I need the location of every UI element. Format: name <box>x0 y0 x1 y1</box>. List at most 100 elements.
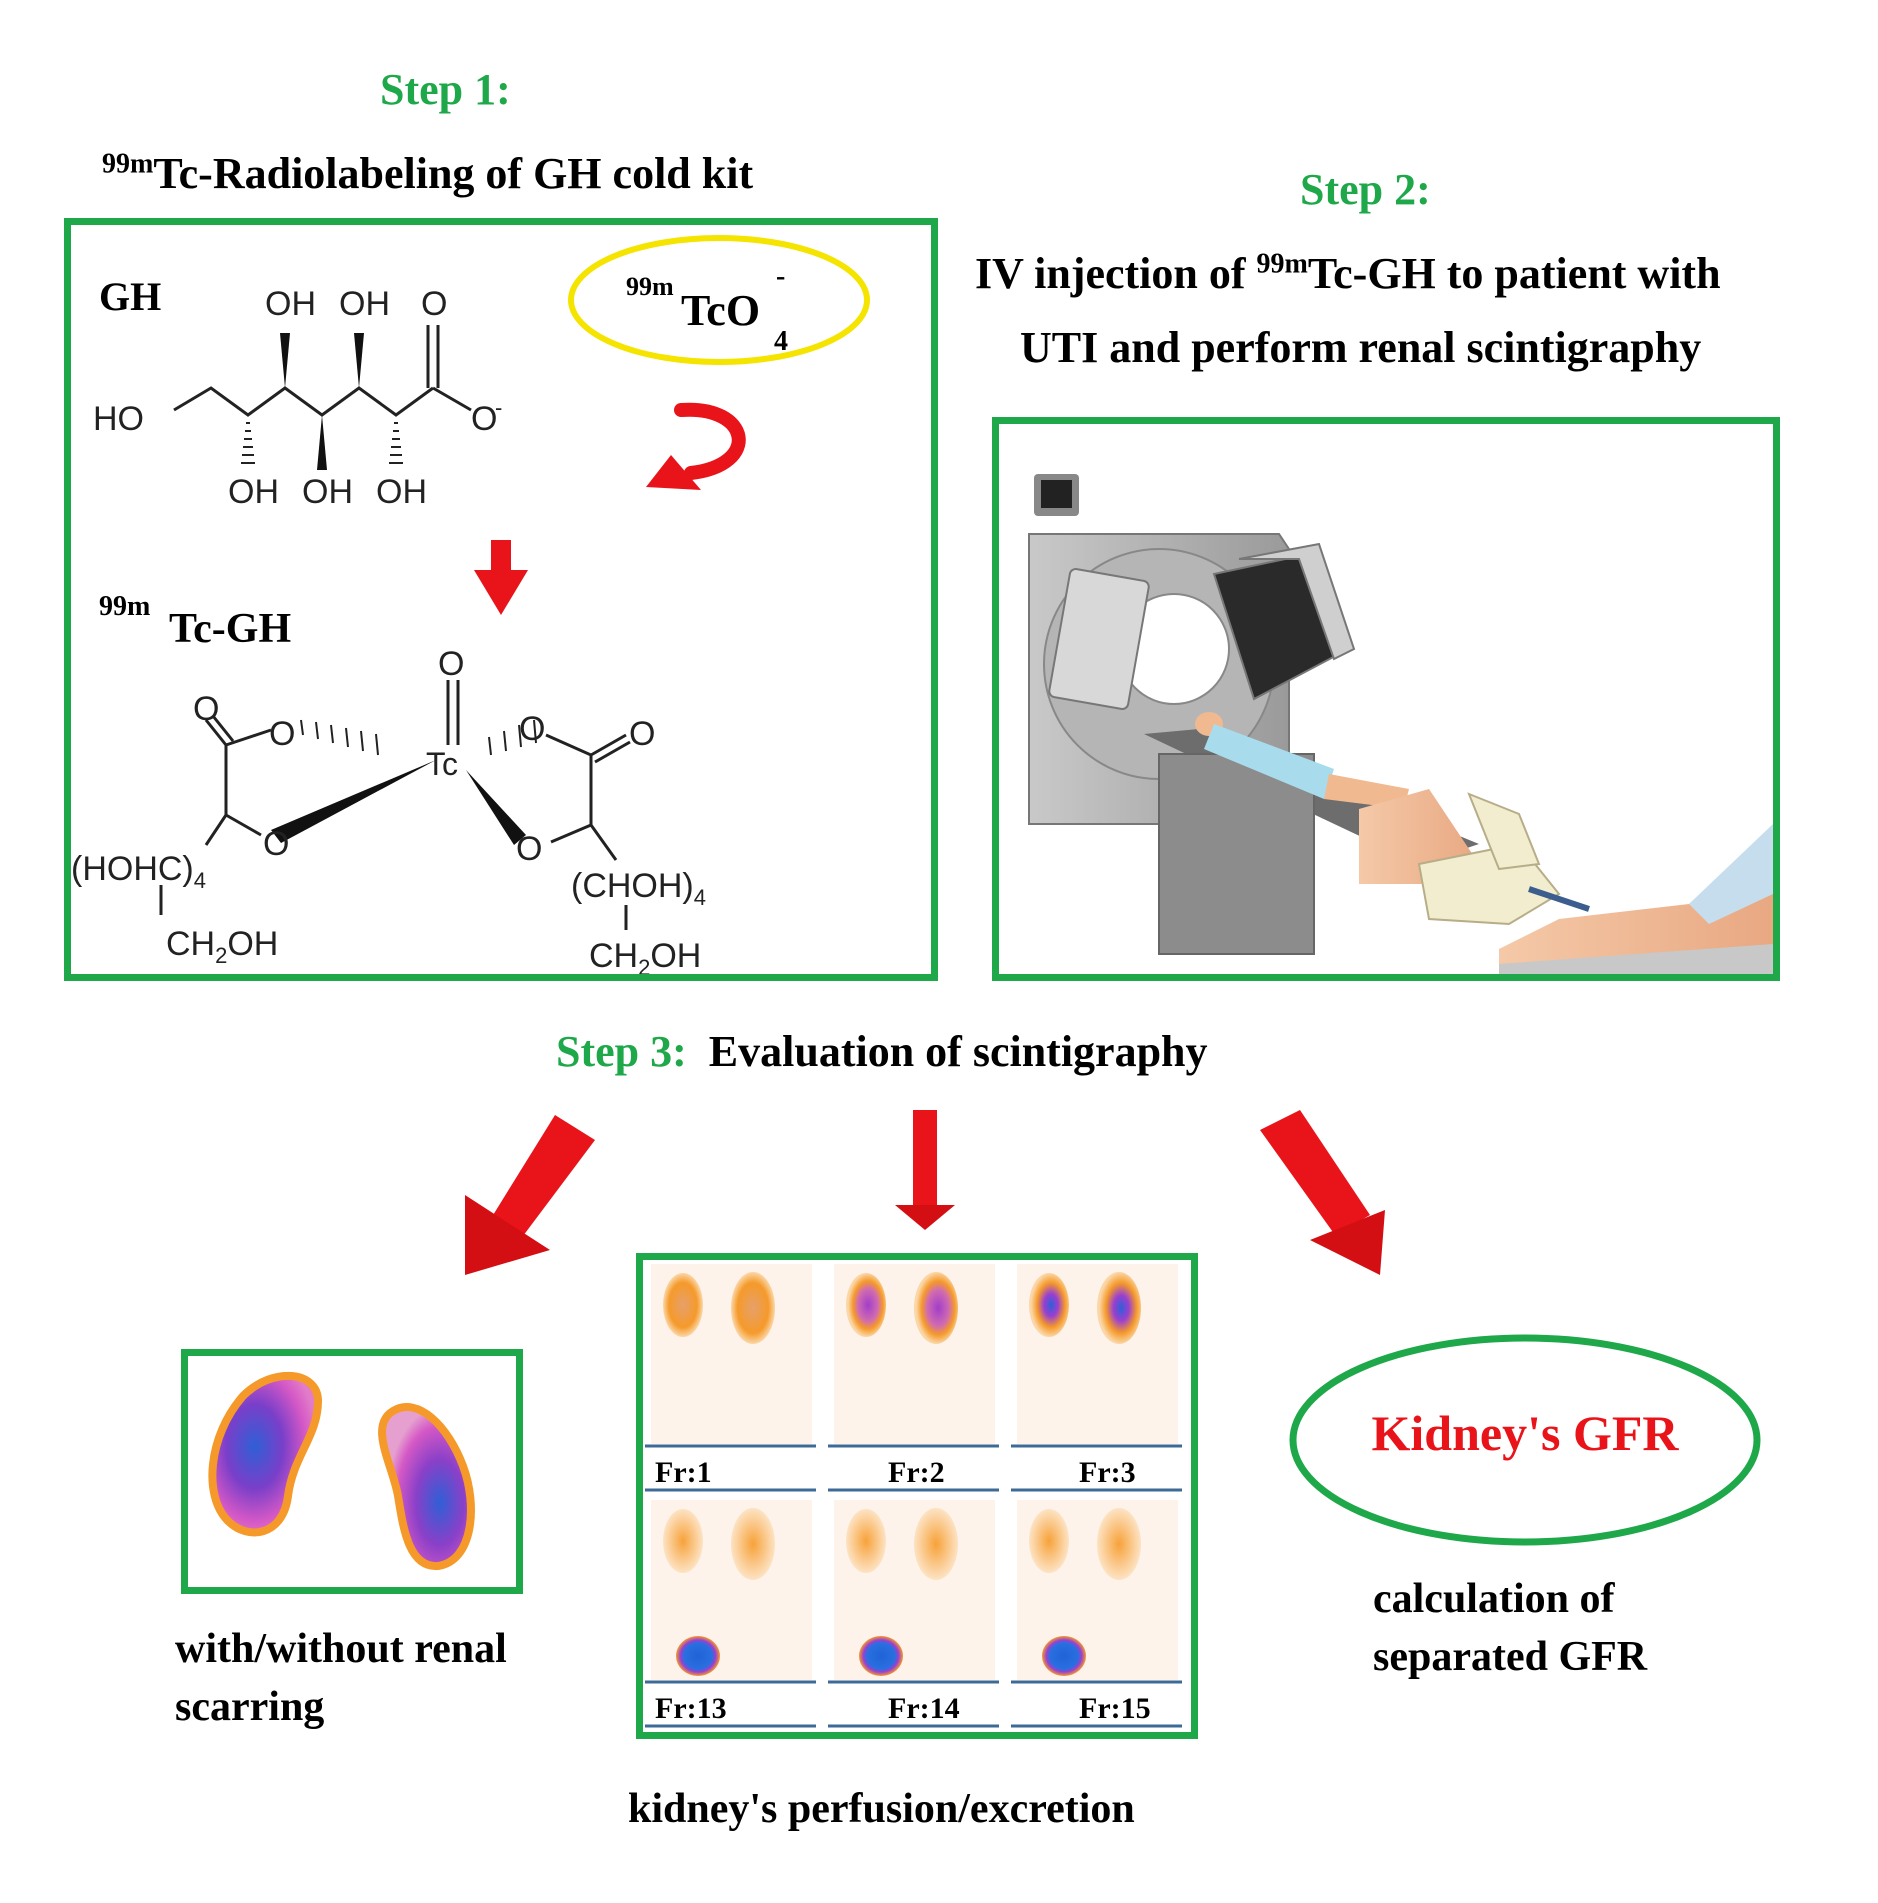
left-ch2oh-label: CH2OH <box>166 925 278 968</box>
atom-label: O <box>516 830 542 868</box>
kidney-uptake <box>1029 1509 1069 1573</box>
right-kidney <box>378 1403 475 1570</box>
kidney-uptake <box>846 1273 886 1337</box>
radiolabeling-scheme: GH HO OH OH O O - OH OH OH 99m TcO 4 - <box>71 235 870 974</box>
pertechnetate-isotope: 99m <box>626 272 674 301</box>
frame-label: Fr:3 <box>1079 1456 1136 1489</box>
kidney-uptake <box>663 1509 703 1573</box>
scintigraphy-frame: Fr:3 <box>1011 1264 1182 1492</box>
wedge-bond <box>466 770 526 845</box>
renal-scarring-image-box <box>181 1349 523 1594</box>
patient <box>1195 712 1409 809</box>
tc-complex-structure <box>159 680 631 930</box>
atom-label: OH <box>228 473 279 511</box>
wedge-bond <box>317 415 327 470</box>
atom-label: O <box>438 645 464 683</box>
atom-label: O <box>193 690 219 728</box>
hash-bonds <box>300 719 537 756</box>
step2-line1-pre: IV injection of <box>975 249 1257 298</box>
scarring-caption-line1: with/without renal <box>175 1626 507 1672</box>
gluconate-structure <box>173 325 472 417</box>
atom-label: OH <box>376 473 427 511</box>
perfusion-caption: kidney's perfusion/excretion <box>628 1786 1135 1832</box>
atom-label: OH <box>265 285 316 323</box>
kidney-uptake <box>1029 1273 1069 1337</box>
left-chain-label: (HOHC)4 <box>71 850 206 893</box>
gamma-camera-illustration <box>1028 474 1773 974</box>
step2-title-line1: IV injection of 99mTc-GH to patient with <box>975 248 1721 299</box>
scintigraphy-frame: Fr:15 <box>1011 1500 1182 1728</box>
step2-label: Step 2: <box>1300 165 1431 214</box>
step3-label: Step 3: <box>556 1027 687 1076</box>
scintigraphy-frame: Fr:1 <box>645 1264 816 1492</box>
gh-label: GH <box>99 274 161 319</box>
scintigraphy-frame: Fr:13 <box>645 1500 816 1728</box>
wedge-bond <box>280 333 290 388</box>
pertechnetate-charge: - <box>776 261 785 292</box>
step2-line1-post: Tc-GH to patient with <box>1307 249 1721 298</box>
pertechnetate-ellipse <box>568 235 870 365</box>
left-kidney <box>208 1371 323 1537</box>
charge-label: - <box>495 395 502 420</box>
kidney-uptake <box>731 1272 775 1344</box>
step2-title-line2: UTI and perform renal scintigraphy <box>1020 323 1702 372</box>
atom-label: O <box>629 715 655 753</box>
arrow-to-gfr-icon <box>1260 1110 1385 1275</box>
product-label: Tc-GH <box>169 606 291 652</box>
bladder-activity <box>859 1636 903 1676</box>
hash-bonds <box>241 422 403 464</box>
radiolabeling-box: GH HO OH OH O O - OH OH OH 99m TcO 4 - <box>64 218 938 981</box>
gfr-ellipse-container: Kidney's GFR <box>1289 1334 1761 1546</box>
gfr-caption-line1: calculation of <box>1373 1576 1615 1622</box>
down-red-arrow-icon <box>474 540 528 615</box>
kidney-uptake <box>1097 1272 1141 1344</box>
gfr-ellipse-text: Kidney's GFR <box>1372 1405 1680 1461</box>
frame-label: Fr:1 <box>655 1456 712 1489</box>
step1-label: Step 1: <box>380 65 511 114</box>
atom-label: HO <box>93 400 144 438</box>
bladder-activity <box>676 1636 720 1676</box>
atom-label: O <box>269 715 295 753</box>
gfr-caption: calculation of separated GFR <box>1373 1570 1647 1686</box>
atom-label: OH <box>302 473 353 511</box>
kidney-uptake <box>731 1508 775 1580</box>
bladder-activity <box>1042 1636 1086 1676</box>
kidney-uptake <box>846 1509 886 1573</box>
atom-label: O <box>421 285 447 323</box>
frame-label: Fr:15 <box>1079 1692 1151 1725</box>
curved-red-arrow-icon <box>646 402 746 490</box>
scanner-illustration-box <box>992 417 1780 981</box>
step3-arrows <box>465 1110 1385 1275</box>
patient-arm <box>1499 824 1773 974</box>
atom-label: OH <box>339 285 390 323</box>
product-isotope: 99m <box>99 591 150 622</box>
atom-label: O <box>519 710 545 748</box>
atom-label: O <box>471 400 497 438</box>
step1-title-isotope: 99m <box>102 148 154 180</box>
step1-title-text: Tc-Radiolabeling of GH cold kit <box>153 149 754 198</box>
arrow-to-scarring-icon <box>465 1115 595 1275</box>
frame-label: Fr:13 <box>655 1692 727 1725</box>
wedge-bond <box>354 333 364 388</box>
scarring-caption: with/without renal scarring <box>175 1620 507 1736</box>
step3-heading: Step 3: Evaluation of scintigraphy <box>556 1026 1208 1077</box>
step1-title: 99mTc-Radiolabeling of GH cold kit <box>102 148 753 199</box>
gfr-caption-line2: separated GFR <box>1373 1634 1648 1680</box>
pertechnetate-subscript: 4 <box>774 326 788 357</box>
gfr-ellipse <box>1289 1334 1761 1546</box>
arrow-to-perfusion-icon <box>895 1110 955 1230</box>
step3-title: Evaluation of scintigraphy <box>708 1027 1208 1076</box>
right-ch2oh-label: CH2OH <box>589 937 701 974</box>
scintigraphy-frame: Fr:14 <box>828 1500 999 1728</box>
kidney-uptake <box>1097 1508 1141 1580</box>
scintigraphy-frame: Fr:2 <box>828 1264 999 1492</box>
gloved-hands <box>1359 789 1590 926</box>
kidney-uptake <box>914 1508 958 1580</box>
kidney-scan-image <box>208 1371 475 1570</box>
pertechnetate-formula: TcO <box>681 286 760 335</box>
kidney-uptake <box>914 1272 958 1344</box>
wedge-bond <box>271 760 436 843</box>
kidney-uptake <box>663 1273 703 1337</box>
